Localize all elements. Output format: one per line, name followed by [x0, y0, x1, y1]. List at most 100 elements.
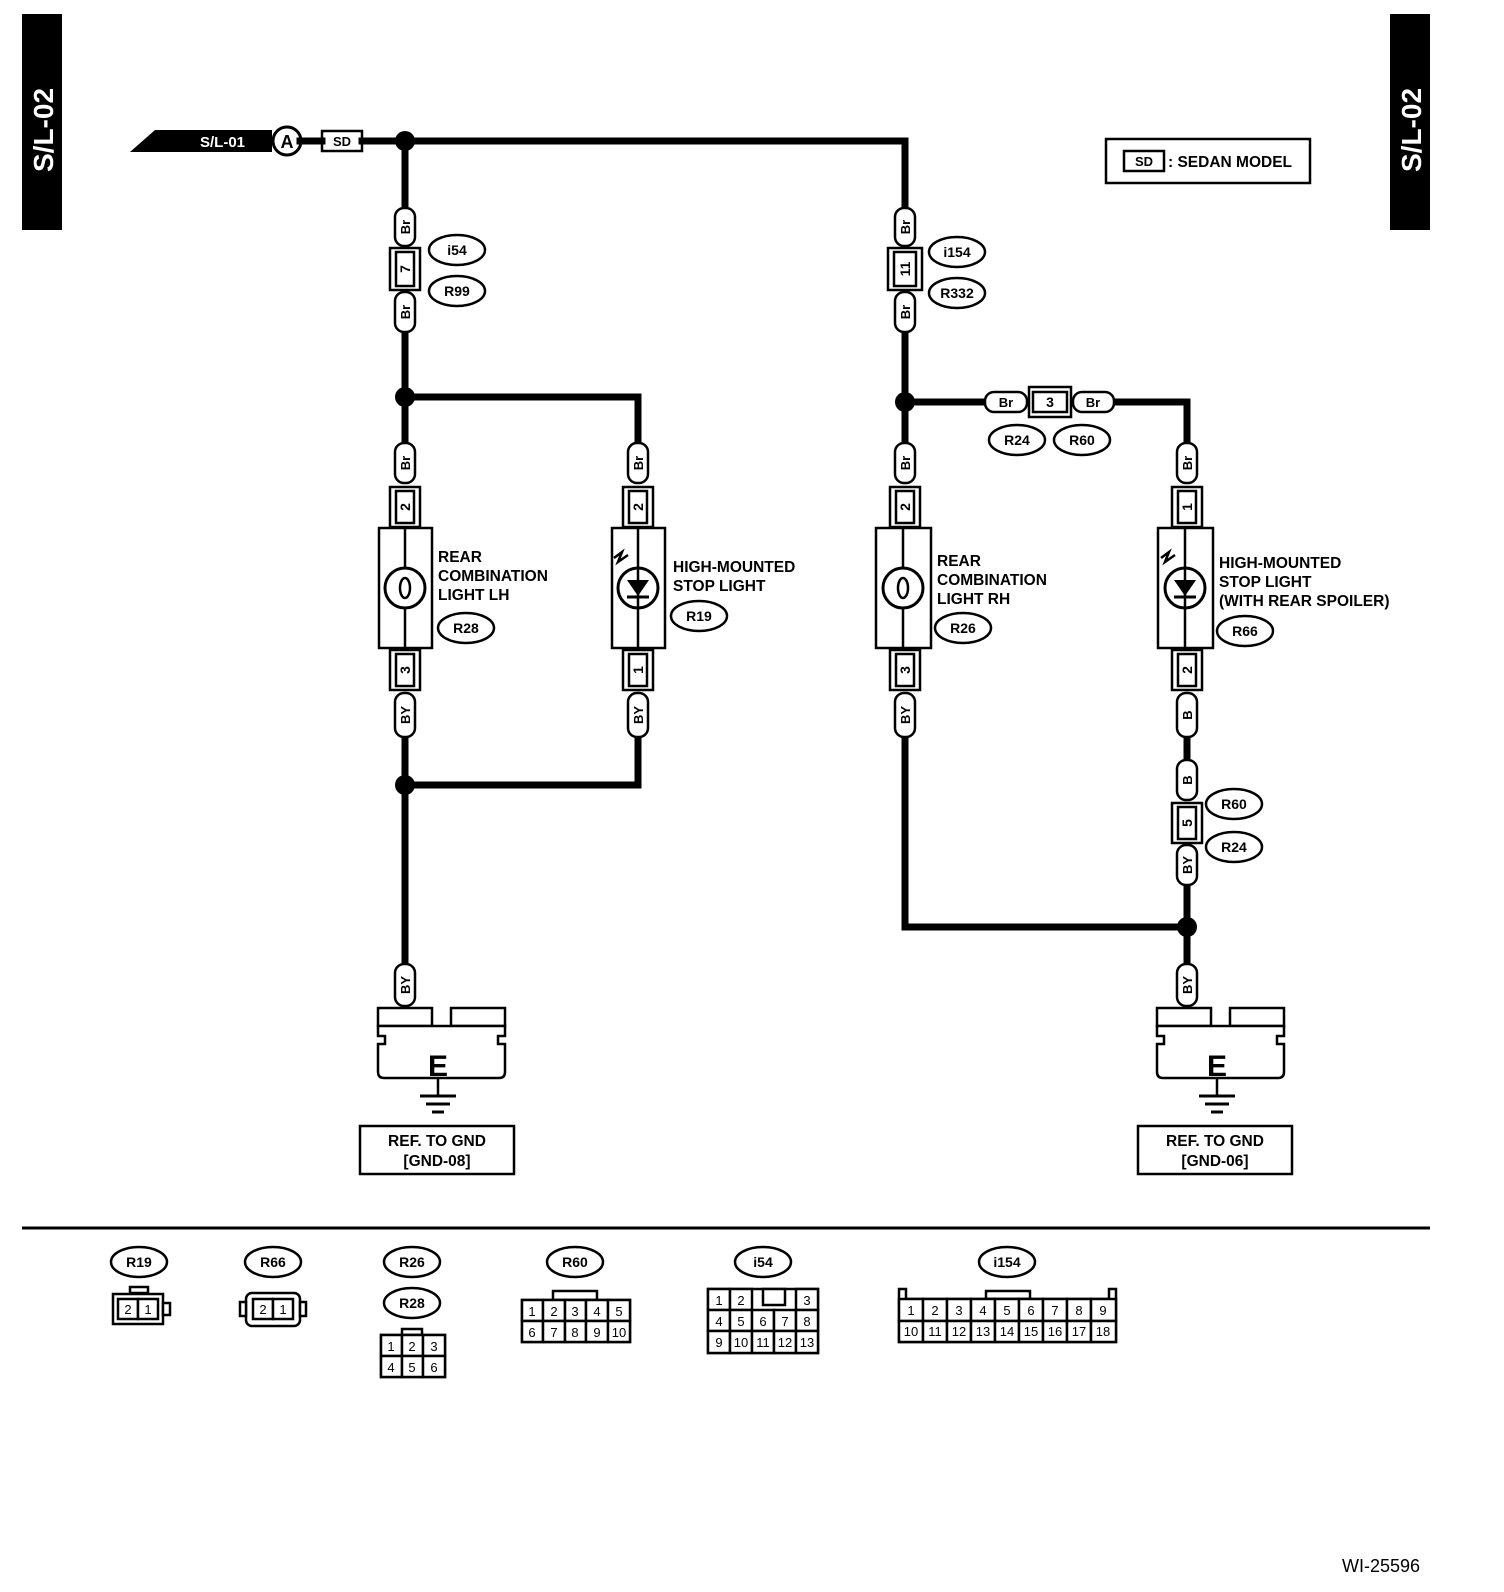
svg-text:B: B [1180, 775, 1195, 784]
source-flag [130, 130, 272, 152]
rear-combination-light-lh: Br 2 3 BY [377, 441, 434, 739]
svg-text:R26: R26 [950, 620, 976, 636]
svg-text:BY: BY [398, 706, 413, 724]
svg-text:12: 12 [952, 1324, 966, 1339]
hmsl-lh-name-1: HIGH-MOUNTED [673, 559, 795, 576]
svg-text:2: 2 [737, 1293, 744, 1308]
high-mounted-stop-light-lh: Br 2 1 BY [610, 441, 667, 739]
svg-text:1: 1 [907, 1303, 914, 1318]
ground-right: BY E REF. TO GND [GND-06] [1136, 962, 1294, 1176]
svg-text:10: 10 [904, 1324, 918, 1339]
svg-text:2: 2 [630, 503, 646, 511]
svg-text:2: 2 [550, 1304, 557, 1319]
svg-text:5: 5 [1003, 1303, 1010, 1318]
svg-text:R26: R26 [399, 1254, 425, 1270]
svg-text:2: 2 [124, 1302, 131, 1317]
lamp-lh-name-3: LIGHT LH [438, 587, 509, 604]
svg-text:R24: R24 [1221, 839, 1247, 855]
svg-text:13: 13 [800, 1335, 814, 1350]
svg-text:3: 3 [571, 1304, 578, 1319]
svg-text:7: 7 [550, 1325, 557, 1340]
svg-text:9: 9 [1099, 1303, 1106, 1318]
svg-text:R19: R19 [126, 1254, 152, 1270]
svg-text:2: 2 [1179, 666, 1195, 674]
source-ref: S/L-01 [200, 134, 245, 151]
bulb-icon [881, 566, 925, 610]
svg-text:R28: R28 [399, 1295, 425, 1311]
svg-text:3: 3 [430, 1339, 437, 1354]
conn-label-r28 [436, 611, 496, 645]
svg-text:11: 11 [928, 1324, 942, 1339]
svg-text:i54: i54 [447, 242, 467, 258]
svg-text:4: 4 [979, 1303, 986, 1318]
svg-text:1: 1 [1179, 503, 1195, 511]
hmsl-rh-name-1: HIGH-MOUNTED [1219, 555, 1341, 572]
bulb-icon [383, 566, 427, 610]
conn-label-r60-bottom [1204, 787, 1264, 821]
conn-label-r66 [1215, 614, 1275, 648]
conn-label-r60-top [1052, 423, 1112, 457]
svg-text:6: 6 [759, 1314, 766, 1329]
conn-label-i154 [927, 235, 987, 269]
svg-text:15: 15 [1024, 1324, 1038, 1339]
figure-id: WI-25596 [1342, 1556, 1420, 1576]
ground-right-ref-1: REF. TO GND [1166, 1133, 1264, 1150]
svg-text:8: 8 [803, 1314, 810, 1329]
svg-text:BY: BY [898, 706, 913, 724]
svg-text:i154: i154 [993, 1254, 1020, 1270]
ground-left-ref-1: REF. TO GND [388, 1133, 486, 1150]
connector-view-r19: R19 2 1 [109, 1245, 172, 1326]
svg-text:Br: Br [398, 305, 413, 319]
lamp-lh-name-1: REAR [438, 549, 482, 566]
svg-text:6: 6 [430, 1360, 437, 1375]
hmsl-rh-name-3: (WITH REAR SPOILER) [1219, 593, 1390, 610]
svg-text:R24: R24 [1004, 432, 1030, 448]
svg-text:1: 1 [715, 1293, 722, 1308]
page-tag-right [1390, 14, 1430, 230]
legend-tag: SD [1135, 154, 1153, 169]
ground-left-label: E [428, 1050, 448, 1083]
svg-text:BY: BY [1180, 856, 1195, 874]
svg-text:7: 7 [397, 265, 413, 273]
svg-text:5: 5 [615, 1304, 622, 1319]
high-mounted-stop-light-rh: Br 1 2 B [1156, 441, 1215, 739]
svg-text:i54: i54 [753, 1254, 773, 1270]
svg-text:13: 13 [976, 1324, 990, 1339]
svg-text:10: 10 [734, 1335, 748, 1350]
svg-text:BY: BY [631, 706, 646, 724]
ground-left-ref-2: [GND-08] [403, 1153, 470, 1170]
lamp-rh-name-2: COMBINATION [937, 572, 1047, 589]
conn-label-r24-top [987, 423, 1047, 457]
return-connector: B 5 BY [1170, 758, 1204, 887]
svg-text:14: 14 [1000, 1324, 1014, 1339]
hmsl-lh-name-2: STOP LIGHT [673, 578, 766, 595]
svg-text:7: 7 [781, 1314, 788, 1329]
svg-text:Br: Br [631, 456, 646, 470]
rear-combination-light-rh: Br 2 3 BY [874, 441, 933, 739]
svg-text:Br: Br [1180, 456, 1195, 470]
conn-label-r99 [427, 274, 487, 308]
svg-text:2: 2 [397, 503, 413, 511]
legend-text: : SEDAN MODEL [1168, 154, 1292, 171]
lamp-rh-name-3: LIGHT RH [937, 591, 1010, 608]
svg-text:B: B [1180, 710, 1195, 719]
page-tag-left-text: S/L-02 [28, 88, 59, 172]
conn-label-r19 [669, 599, 729, 633]
svg-text:R66: R66 [260, 1254, 286, 1270]
page-tag-right-text: S/L-02 [1396, 88, 1427, 172]
connector-view-i54: i54 1 2 3 4 5 6 7 8 9 10 11 12 13 [706, 1245, 820, 1355]
conn-label-r26 [933, 611, 993, 645]
conn-label-r24-bottom [1204, 830, 1264, 864]
svg-text:BY: BY [398, 976, 413, 994]
junction-dots [395, 131, 1197, 937]
svg-text:R28: R28 [453, 620, 479, 636]
svg-text:R66: R66 [1232, 623, 1258, 639]
svg-text:R60: R60 [562, 1254, 588, 1270]
cross-connector: Br 3 Br [983, 385, 1116, 419]
svg-text:Br: Br [898, 456, 913, 470]
connector-view-i154: i154 1 2 3 4 5 6 7 8 9 10 11 12 13 14 15… [897, 1245, 1118, 1344]
svg-text:2: 2 [408, 1339, 415, 1354]
connector-view-r60: R60 1 2 3 4 5 6 7 8 9 10 [520, 1245, 632, 1344]
svg-text:1: 1 [144, 1302, 151, 1317]
